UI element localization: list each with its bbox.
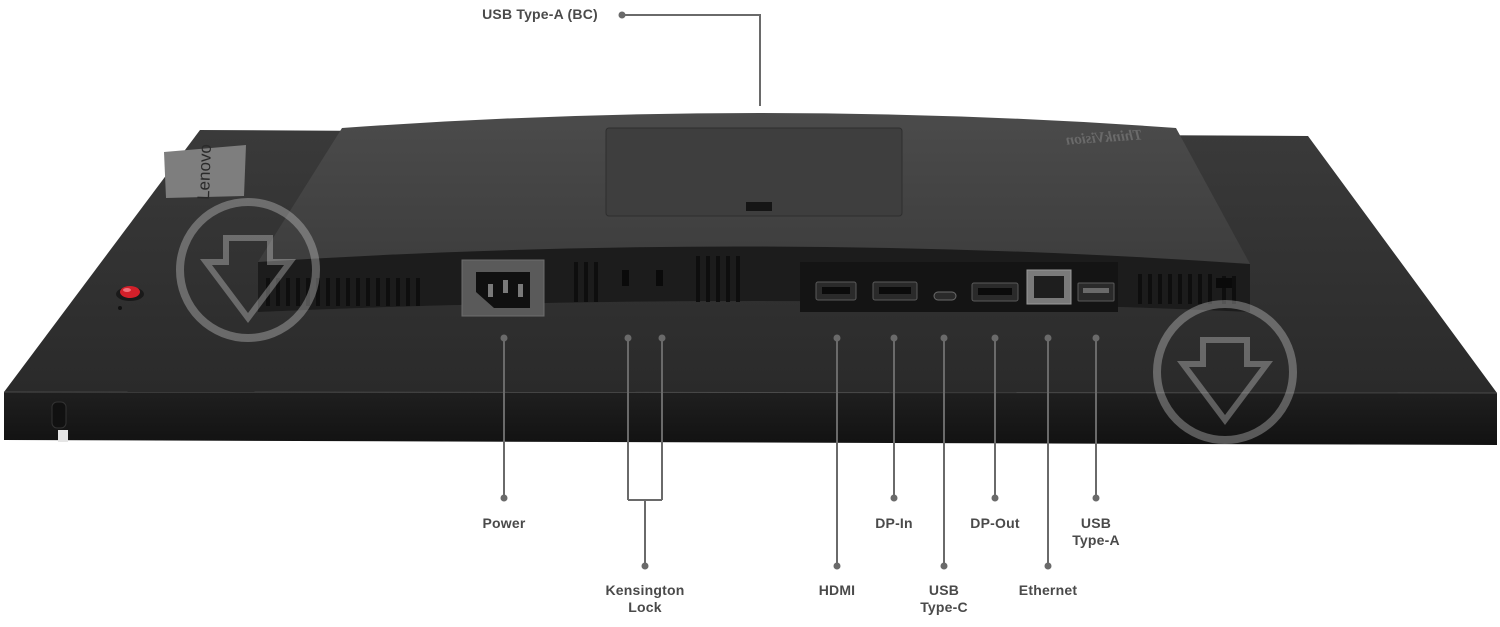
label-usb-c-line1: USB <box>928 582 960 598</box>
label-hdmi: HDMI <box>818 582 856 598</box>
label-usb-c-line2: Type-C <box>920 599 968 615</box>
kensington-slot-1 <box>622 270 629 286</box>
label-kensington-line1: Kensington <box>605 582 685 598</box>
kensington-slot-2 <box>656 270 663 286</box>
label-power: Power <box>482 515 526 531</box>
watermark <box>176 198 1297 444</box>
callout-dots <box>500 11 1100 570</box>
label-usb-type-a: USB Type-A <box>1056 515 1136 549</box>
label-usb-type-a-bc: USB Type-A (BC) <box>482 6 598 22</box>
label-kensington-line2: Lock <box>628 599 662 615</box>
usb-c-port <box>933 291 957 301</box>
lenovo-logo: Lenovo <box>164 144 246 200</box>
label-dp-in: DP-In <box>875 515 913 531</box>
vesa-plate <box>605 127 903 217</box>
label-dp-out: DP-Out <box>970 515 1020 531</box>
callout-lines <box>503 14 1097 566</box>
vent-slots <box>266 256 1236 306</box>
label-usb-type-c: USB Type-C <box>904 582 984 616</box>
joystick-button <box>116 286 144 310</box>
label-usb-a-line2: Type-A <box>1072 532 1120 548</box>
monitor-front-edge <box>4 392 1497 445</box>
label-kensington-lock: Kensington Lock <box>595 582 695 616</box>
side-switch <box>51 401 67 429</box>
label-usb-a-line1: USB <box>1080 515 1112 531</box>
thinkvision-wordmark: ThinkVision <box>1065 127 1143 148</box>
label-ethernet: Ethernet <box>1018 582 1078 598</box>
svg-text:Lenovo: Lenovo <box>194 144 215 200</box>
